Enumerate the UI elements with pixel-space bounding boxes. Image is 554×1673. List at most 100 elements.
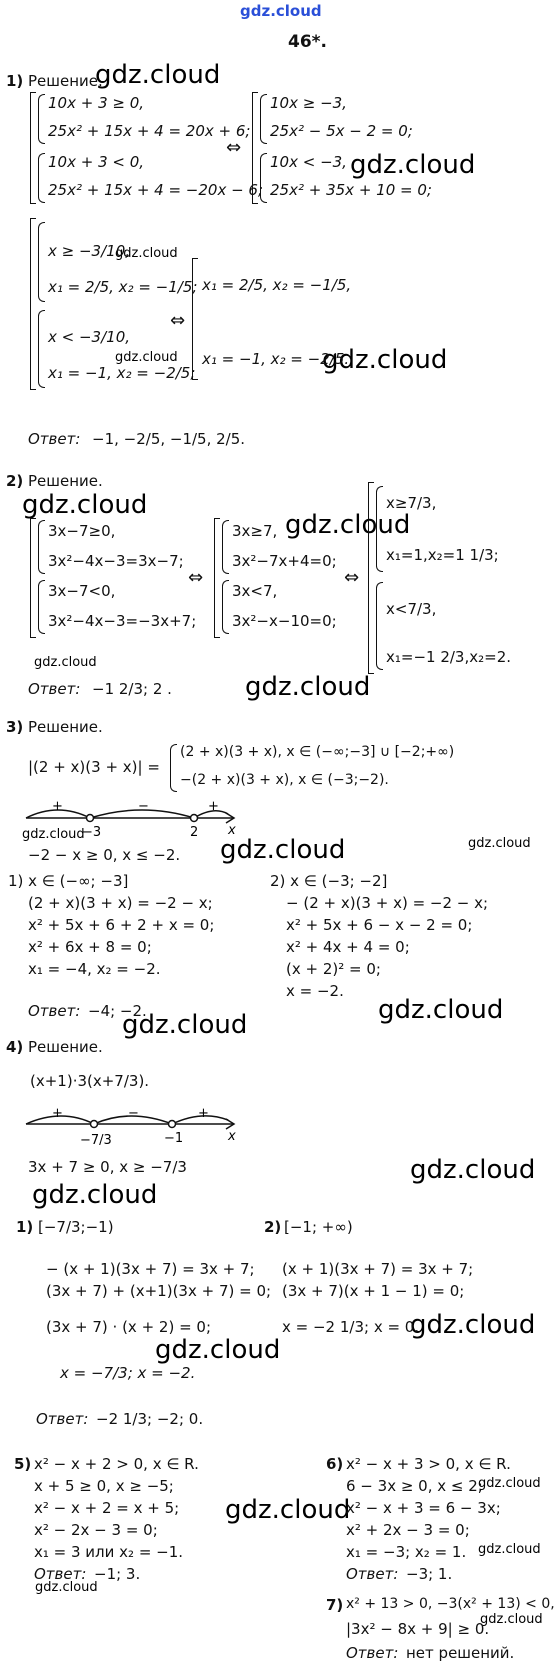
answer-label: Ответ:: [28, 430, 81, 448]
sign-plus: +: [208, 799, 219, 814]
axis-point: −1: [164, 1131, 183, 1146]
equation-line: x² + 5x + 6 + 2 + x = 0;: [28, 916, 215, 934]
equation-line: x ≥ −3/10,: [48, 242, 131, 260]
case-heading: [−7/3;−1): [38, 1218, 114, 1236]
equation-line: 3x−7<0,: [48, 582, 116, 600]
equation-line: x₁ = −3; x₂ = 1.: [346, 1543, 467, 1561]
solution-label: Решение.: [28, 72, 103, 90]
equivalence-arrow: ⇔: [344, 567, 360, 588]
bracket: [368, 482, 374, 674]
sign-plus: +: [52, 799, 63, 814]
bracket: [192, 258, 198, 380]
equation-line: 25x² + 35x + 10 = 0;: [270, 181, 432, 199]
solution-label: Решение.: [28, 1038, 103, 1056]
watermark-top: gdz.cloud: [240, 2, 322, 20]
equation-line: 10x + 3 < 0,: [48, 153, 145, 171]
watermark: gdz.cloud: [155, 1335, 281, 1365]
axis-point: −7/3: [80, 1133, 112, 1148]
axis-point: −3: [82, 825, 101, 840]
sign-line: + − + −7/3 −1 x: [25, 1106, 236, 1148]
equation-line: x₁ = −1, x₂ = −2/5;: [48, 364, 196, 382]
equation-line: x₁ = 2/5, x₂ = −1/5;: [48, 278, 198, 296]
equation-line: x₁ = 2/5, x₂ = −1/5,: [202, 276, 352, 294]
equation-line: x² − x + 3 > 0, x ∈ R.: [346, 1455, 511, 1473]
answer-label: Ответ:: [28, 1002, 81, 1020]
problem-number: 4): [6, 1038, 24, 1056]
brace: [38, 153, 45, 203]
watermark: gdz.cloud: [34, 655, 97, 670]
watermark: gdz.cloud: [225, 1495, 351, 1525]
equation-line: 25x² − 5x − 2 = 0;: [270, 122, 413, 140]
equation-line: |(2 + x)(3 + x)| =: [28, 758, 160, 776]
page-title: 46*.: [288, 32, 328, 52]
equation-line: (3x + 7) + (x+1)(3x + 7) = 0;: [46, 1282, 272, 1300]
case-number: 2): [264, 1218, 282, 1236]
watermark: gdz.cloud: [95, 60, 221, 90]
sign-plus: +: [198, 1106, 209, 1121]
watermark: gdz.cloud: [285, 510, 411, 540]
equation-line: 3x<7,: [232, 582, 278, 600]
brace: [260, 153, 267, 203]
equation-line: x<7/3,: [386, 600, 437, 618]
equation-line: x² − 2x − 3 = 0;: [34, 1521, 158, 1539]
sign-minus: −: [128, 1106, 139, 1121]
watermark: gdz.cloud: [410, 1310, 536, 1340]
problem-number: 2): [6, 472, 24, 490]
sign-minus: −: [138, 799, 149, 814]
answer-label: Ответ:: [28, 680, 81, 698]
equation-line: x + 5 ≥ 0, x ≥ −5;: [34, 1477, 174, 1495]
equation-line: 10x < −3,: [270, 153, 347, 171]
equation-line: (3x + 7) · (x + 2) = 0;: [46, 1318, 212, 1336]
brace: [38, 310, 45, 388]
problem-number: 5): [14, 1455, 32, 1473]
equation-line: 25x² + 15x + 4 = −20x − 6;: [48, 181, 264, 199]
equation-line: |3x² − 8x + 9| ≥ 0.: [346, 1620, 490, 1638]
equation-line: − (x + 1)(3x + 7) = 3x + 7;: [46, 1260, 255, 1278]
bracket: [30, 218, 36, 390]
watermark: gdz.cloud: [245, 672, 371, 702]
equation-line: x² + 2x − 3 = 0;: [346, 1521, 470, 1539]
equation-line: 10x + 3 ≥ 0,: [48, 94, 145, 112]
brace: [260, 94, 267, 144]
equivalence-arrow: ⇔: [188, 567, 204, 588]
watermark: gdz.cloud: [115, 246, 178, 261]
equation-line: x² − x + 2 = x + 5;: [34, 1499, 180, 1517]
equation-line: x² − x + 3 = 6 − 3x;: [346, 1499, 501, 1517]
bracket: [214, 518, 220, 638]
sign-plus: +: [52, 1106, 63, 1121]
watermark: gdz.cloud: [478, 1542, 541, 1557]
watermark: gdz.cloud: [322, 345, 448, 375]
equation-line: −(2 + x)(3 + x), x ∈ (−3;−2).: [180, 772, 389, 788]
equation-line: 3x²−4x−3=3x−7;: [48, 552, 184, 570]
brace: [38, 222, 45, 302]
problem-number: 7): [326, 1596, 344, 1614]
equation-line: (2 + x)(3 + x) = −2 − x;: [28, 894, 213, 912]
watermark: gdz.cloud: [480, 1612, 543, 1627]
answer: −3; 1.: [406, 1565, 453, 1583]
equation-line: x₁ = 3 или x₂ = −1.: [34, 1543, 184, 1561]
watermark: gdz.cloud: [220, 835, 346, 865]
equation-line: 3x−7≥0,: [48, 522, 116, 540]
axis-variable: x: [227, 1129, 236, 1144]
answer: −2 1/3; −2; 0.: [96, 1410, 204, 1428]
equation-line: (2 + x)(3 + x), x ∈ (−∞;−3] ∪ [−2;+∞): [180, 744, 455, 760]
equation-line: x₁=−1 2/3,x₂=2.: [386, 648, 512, 666]
answer: −1; 3.: [94, 1565, 141, 1583]
equation-line: 3x²−x−10=0;: [232, 612, 337, 630]
answer: −4; −2.: [88, 1002, 147, 1020]
equivalence-arrow: ⇔: [170, 310, 186, 331]
brace: [38, 580, 45, 634]
answer: −1 2/3; 2 .: [92, 680, 172, 698]
case-number: 1): [16, 1218, 34, 1236]
problem-number: 1): [6, 72, 24, 90]
answer-label: Ответ:: [346, 1644, 399, 1662]
equation-line: x² − x + 2 > 0, x ∈ R.: [34, 1455, 199, 1473]
answer-label: Ответ:: [34, 1565, 87, 1583]
equation-line: 3x≥7,: [232, 522, 278, 540]
equation-line: x² + 5x + 6 − x − 2 = 0;: [286, 916, 473, 934]
brace: [376, 582, 383, 670]
brace: [38, 520, 45, 574]
brace: [376, 486, 383, 572]
equation-line: x < −3/10,: [48, 328, 131, 346]
solution-label: Решение.: [28, 472, 103, 490]
